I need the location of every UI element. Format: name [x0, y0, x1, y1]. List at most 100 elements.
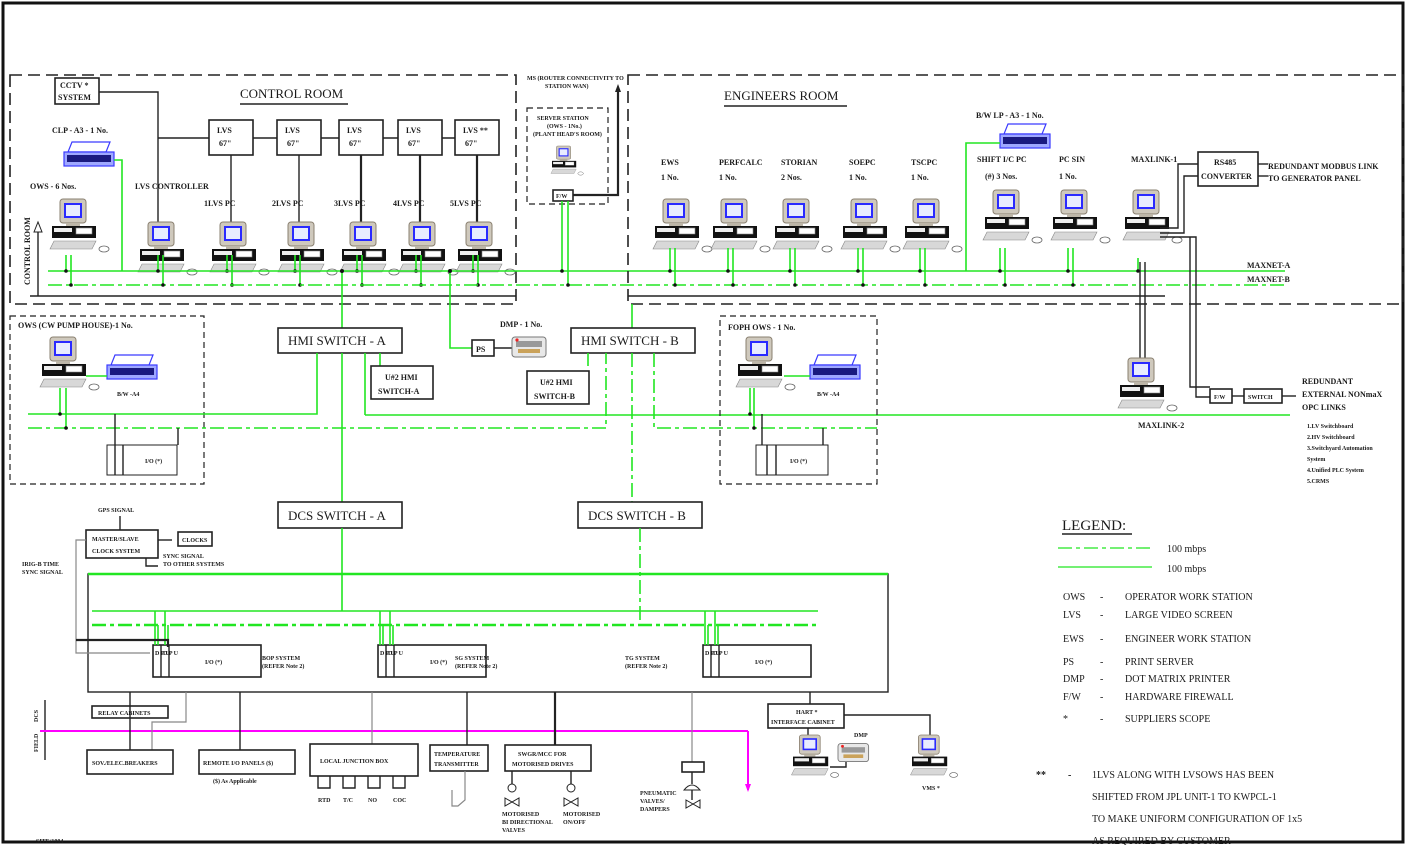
svg-text:INTERFACE CABINET: INTERFACE CABINET — [771, 720, 835, 726]
svg-text:DOT MATRIX PRINTER: DOT MATRIX PRINTER — [1125, 674, 1231, 685]
svg-text:CLOCK SYSTEM: CLOCK SYSTEM — [92, 549, 141, 555]
legend-abbrev-item: F/W-HARDWARE FIREWALL — [1063, 692, 1234, 703]
svg-text:($) As Applicable: ($) As Applicable — [213, 778, 257, 785]
svg-text:TSCPC: TSCPC — [911, 158, 937, 167]
svg-text:DMP: DMP — [854, 733, 868, 739]
svg-text:MAXLINK-1: MAXLINK-1 — [1131, 155, 1177, 164]
vms-label: VMS * — [922, 786, 940, 792]
svg-text:DAMPERS: DAMPERS — [640, 807, 670, 813]
external-system-item: 5.CRMS — [1307, 479, 1330, 485]
svg-text:T/C: T/C — [343, 798, 353, 804]
svg-text:ENGINEER WORK STATION: ENGINEER WORK STATION — [1125, 634, 1251, 645]
junction-box-item: T/C — [342, 776, 356, 804]
dcs-network: DCS SWITCH - A DCS SWITCH - B D P UD P U… — [87, 501, 889, 693]
dcs-system: D P UD P UI/O (*)TG SYSTEM(REFER Note 2) — [625, 611, 812, 678]
lvs-pc: 4LVS PC — [393, 199, 459, 287]
workstation-icon — [710, 198, 771, 253]
engineering-station: SHIFT I/C PC(#) 3 Nos. — [977, 155, 1043, 287]
workstation-icon — [39, 336, 100, 391]
dot-matrix-printer-icon — [837, 743, 870, 763]
workstation-icon — [339, 221, 400, 276]
legend-abbrev-item: EWS-ENGINEER WORK STATION — [1063, 634, 1251, 645]
svg-text:TRANSMITTER: TRANSMITTER — [434, 762, 479, 768]
svg-text:D P U: D P U — [155, 651, 171, 657]
svg-text:67": 67" — [465, 139, 477, 148]
svg-text:67": 67" — [219, 139, 231, 148]
workstation-icon — [277, 221, 338, 276]
svg-text:FIELD: FIELD — [34, 733, 40, 752]
svg-text:SITE/1004: SITE/1004 — [36, 839, 63, 845]
svg-text:D P U: D P U — [713, 651, 729, 657]
external-system-item: System — [1307, 457, 1325, 463]
svg-text:4LVS PC: 4LVS PC — [393, 199, 425, 208]
svg-text:MOTORISED: MOTORISED — [502, 812, 540, 818]
printer-icon — [63, 141, 115, 167]
svg-text:SYNC SIGNAL: SYNC SIGNAL — [22, 570, 63, 576]
svg-text:GPS SIGNAL: GPS SIGNAL — [98, 508, 134, 514]
svg-text:SWITCH: SWITCH — [1248, 395, 1273, 401]
svg-text:EWS: EWS — [661, 158, 679, 167]
svg-text:-: - — [1068, 770, 1071, 781]
svg-text:DCS SWITCH - B: DCS SWITCH - B — [588, 508, 686, 523]
svg-text:OWS (CW PUMP HOUSE)-1 No.: OWS (CW PUMP HOUSE)-1 No. — [18, 321, 133, 330]
svg-text:TO GENERATOR PANEL: TO GENERATOR PANEL — [1268, 174, 1361, 183]
workstation-icon — [1050, 189, 1111, 244]
control-room-title: CONTROL ROOM — [240, 86, 344, 101]
svg-text:MS (ROUTER CONNECTIVITY TO: MS (ROUTER CONNECTIVITY TO — [527, 75, 624, 82]
svg-text:(#) 3 Nos.: (#) 3 Nos. — [985, 172, 1017, 181]
svg-text:-: - — [1100, 610, 1103, 621]
note-line: TO MAKE UNIFORM CONFIGURATION OF 1x5 — [1092, 814, 1302, 825]
svg-text:HART *: HART * — [796, 710, 818, 716]
svg-text:HMI SWITCH - A: HMI SWITCH - A — [288, 333, 386, 348]
svg-text:-: - — [1100, 657, 1103, 668]
svg-text:TO OTHER SYSTEMS: TO OTHER SYSTEMS — [163, 562, 225, 568]
svg-text:LOCAL JUNCTION BOX: LOCAL JUNCTION BOX — [320, 759, 389, 765]
lvs-pc: 3LVS PC — [334, 199, 400, 287]
svg-text:5LVS PC: 5LVS PC — [450, 199, 482, 208]
svg-text:RELAY CABINETS: RELAY CABINETS — [98, 711, 151, 717]
hmi-switch-b — [570, 327, 696, 354]
note-line: SHIFTED FROM JPL UNIT-1 TO KWPCL-1 — [1092, 792, 1277, 803]
legend-abbrev-item: LVS-LARGE VIDEO SCREEN — [1063, 610, 1233, 621]
svg-text:SYNC SIGNAL: SYNC SIGNAL — [163, 554, 204, 560]
svg-text:REDUNDANT: REDUNDANT — [1302, 377, 1354, 386]
workstation-icon — [1122, 189, 1183, 244]
svg-text:LVS: LVS — [347, 126, 362, 135]
svg-text:MOTORISED DRIVES: MOTORISED DRIVES — [512, 762, 574, 768]
svg-text:67": 67" — [408, 139, 420, 148]
svg-text:HARDWARE FIREWALL: HARDWARE FIREWALL — [1125, 692, 1234, 703]
maxnet-a-label: MAXNET-A — [1247, 261, 1290, 270]
workstation-icon — [652, 198, 713, 253]
external-system-item: 3.Switchyard Automation — [1307, 446, 1373, 452]
svg-text:SWGR/MCC FOR: SWGR/MCC FOR — [518, 752, 567, 758]
rs485-converter — [1197, 151, 1259, 187]
dcs-switch-b — [577, 501, 703, 529]
workstation-icon — [791, 734, 839, 778]
svg-text:D P U: D P U — [388, 651, 404, 657]
svg-text:STORIAN: STORIAN — [781, 158, 818, 167]
svg-text:VALVES: VALVES — [502, 828, 526, 834]
u2-hmi-switch-a — [370, 365, 434, 400]
workstation-icon — [840, 198, 901, 253]
svg-text:I/O (*): I/O (*) — [755, 659, 772, 666]
svg-text:OWS: OWS — [1063, 592, 1085, 603]
engineers-room: ENGINEERS ROOM B/W LP - A3 - 1 No. EWS1 … — [627, 74, 1404, 398]
svg-text:(REFER Note 2): (REFER Note 2) — [625, 663, 667, 670]
svg-text:I/O (*): I/O (*) — [430, 659, 447, 666]
workstation-icon — [398, 221, 459, 276]
u2-hmi-switch-b — [526, 370, 590, 405]
svg-text:1 No.: 1 No. — [719, 173, 737, 182]
foph-ows: FOPH OWS - 1 No. B/W -A4 I/O (*) — [719, 315, 878, 485]
svg-text:2 Nos.: 2 Nos. — [781, 173, 802, 182]
legend-title: LEGEND: — [1062, 518, 1126, 534]
dcs-system: D P UD P UI/O (*)SG SYSTEM(REFER Note 2) — [377, 611, 497, 678]
modbus-link-label: REDUNDANT MODBUS LINK — [1268, 162, 1379, 171]
svg-text:SWITCH-B: SWITCH-B — [534, 392, 576, 401]
svg-text:MOTORISED: MOTORISED — [563, 812, 601, 818]
svg-text:BOP SYSTEM: BOP SYSTEM — [262, 656, 301, 662]
